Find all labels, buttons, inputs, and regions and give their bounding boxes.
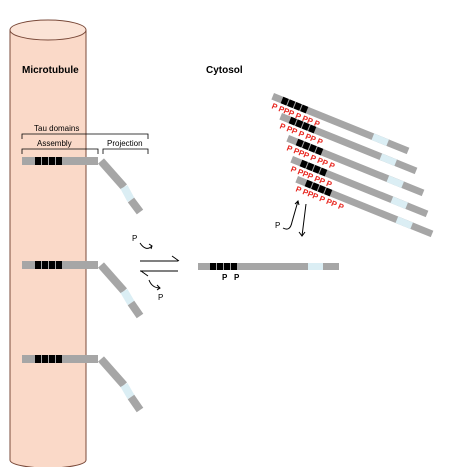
assembly-bracket: [21, 148, 99, 154]
filament-projection-tip: [390, 196, 408, 209]
binding-repeat: [304, 179, 313, 189]
binding-repeat: [300, 104, 309, 114]
aggregation-phospho-label: P: [275, 221, 280, 230]
bound-tau-1: [22, 157, 144, 215]
filament-projection-tip: [395, 216, 413, 229]
binding-repeat: [324, 187, 333, 197]
binding-repeat: [295, 119, 304, 129]
phospho-add-label: P: [132, 234, 137, 243]
binding-repeat: [301, 121, 310, 131]
tau-domains-label: Tau domains: [34, 124, 79, 133]
binding-repeat: [280, 96, 289, 106]
binding-repeat: [308, 143, 317, 153]
bound-tau-3: [22, 355, 144, 413]
projection-label: Projection: [107, 139, 143, 148]
cytosol-label: Cytosol: [206, 65, 243, 76]
binding-repeat: [302, 141, 311, 151]
binding-repeat: [311, 182, 320, 192]
free-tau-phospho-2: P: [234, 273, 240, 282]
binding-repeat: [312, 164, 321, 174]
filament-projection-tip: [386, 175, 404, 188]
binding-repeat: [319, 167, 328, 177]
microtubule-label: Microtubule: [22, 65, 79, 76]
filament-projection-tip: [379, 153, 397, 166]
binding-repeat: [317, 184, 326, 194]
binding-repeat: [315, 146, 324, 156]
free-tau-phospho-1: P: [222, 273, 228, 282]
tau-aggregate: P PPP P PP PP PP P PP PP PPP P PP PP PPP…: [270, 93, 434, 238]
binding-repeat: [299, 159, 308, 169]
assembly-label: Assembly: [37, 139, 72, 148]
bound-tau-2: [22, 261, 144, 319]
binding-repeat: [287, 99, 296, 109]
binding-repeat: [293, 101, 302, 111]
tau-domains-bracket: [21, 133, 149, 139]
binding-repeat: [288, 116, 297, 126]
aggregation-arrows: [282, 200, 307, 237]
phospho-remove-label: P: [158, 293, 163, 302]
binding-repeat: [308, 124, 317, 134]
microtubule: [9, 19, 87, 467]
binding-repeat: [295, 138, 304, 148]
free-tau: [198, 263, 339, 270]
binding-repeat: [306, 162, 315, 172]
projection-bracket: [102, 148, 149, 154]
equilibrium-arrows: [139, 242, 180, 291]
filament-projection-tip: [371, 133, 389, 146]
